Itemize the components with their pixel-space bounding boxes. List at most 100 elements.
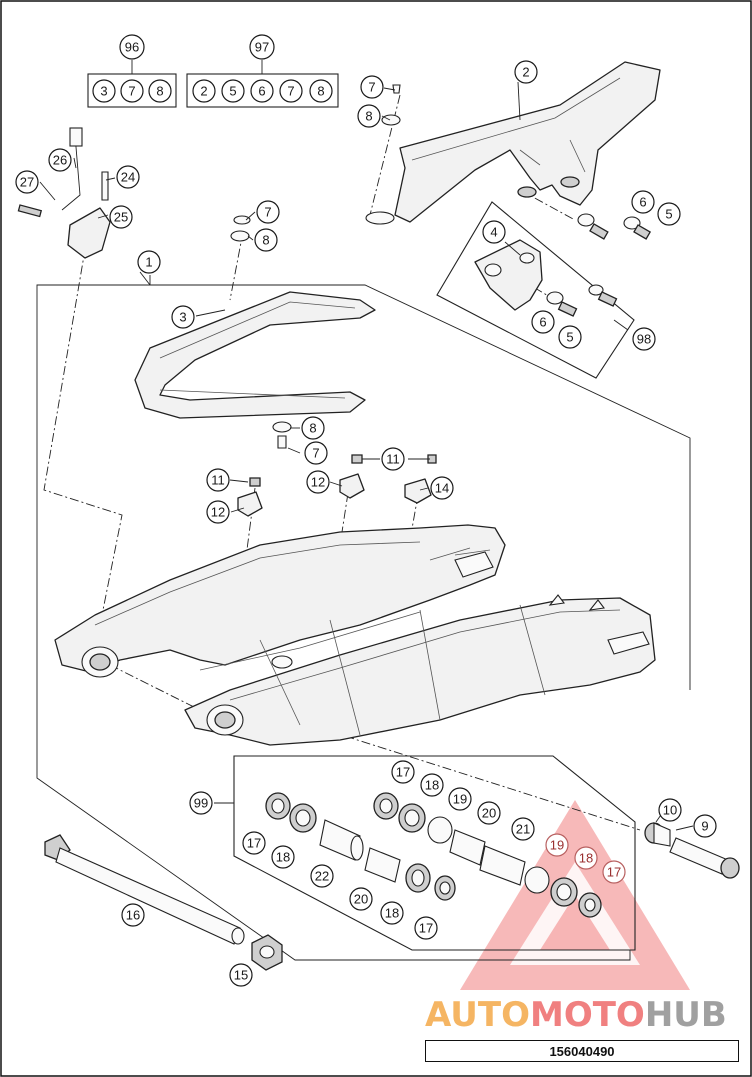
kit-97-label: 97	[249, 34, 275, 60]
spacer-part-10	[644, 822, 671, 847]
swingarm-part-1	[54, 524, 656, 746]
svg-text:18: 18	[276, 850, 290, 865]
callout-17-b: 17	[242, 831, 266, 855]
svg-text:6: 6	[539, 315, 546, 330]
svg-text:21: 21	[516, 822, 530, 837]
callout-19-a: 19	[448, 787, 472, 811]
callout-19-b: 19	[545, 833, 569, 857]
watermark-triangle-core	[540, 895, 610, 950]
svg-text:18: 18	[425, 778, 439, 793]
kit-98-box	[436, 201, 635, 379]
svg-text:98: 98	[637, 332, 651, 347]
fastener-7-8-lower	[272, 421, 292, 449]
svg-text:27: 27	[20, 175, 34, 190]
callout-6-upper: 6	[631, 190, 655, 214]
pivot-bolt-part-9	[669, 837, 740, 879]
svg-text:8: 8	[309, 421, 316, 436]
svg-text:16: 16	[126, 908, 140, 923]
callout-5-upper: 5	[657, 202, 681, 226]
callout-27: 27	[15, 170, 39, 194]
callout-21: 21	[511, 817, 535, 841]
callout-1: 1	[137, 250, 161, 274]
callout-3: 3	[171, 305, 195, 329]
svg-text:25: 25	[114, 210, 128, 225]
callout-17-a: 17	[391, 760, 415, 784]
svg-text:24: 24	[121, 170, 135, 185]
callout-11-mid: 11	[381, 447, 405, 471]
svg-text:5: 5	[566, 330, 573, 345]
chain-guard-part-2	[365, 61, 661, 225]
svg-text:19: 19	[550, 838, 564, 853]
svg-text:AUTOMOTOHUB: AUTOMOTOHUB	[425, 995, 727, 1035]
callout-98: 98	[632, 327, 656, 351]
kit-97-item-3: 6	[250, 79, 274, 103]
svg-text:2: 2	[522, 65, 529, 80]
bearing-set-parts	[265, 792, 602, 918]
kit-96-label: 96	[119, 34, 145, 60]
callout-7-top: 7	[360, 75, 384, 99]
svg-text:5: 5	[229, 84, 236, 99]
svg-text:7: 7	[264, 205, 271, 220]
clip-parts	[237, 454, 437, 517]
kit-97	[186, 60, 339, 108]
callout-20-b: 20	[349, 887, 373, 911]
callout-22: 22	[310, 864, 334, 888]
swingarm-axle-part-16	[44, 834, 245, 945]
callout-8-lower: 8	[301, 416, 325, 440]
callout-8-top: 8	[357, 104, 381, 128]
svg-text:10: 10	[663, 803, 677, 818]
callout-14: 14	[430, 476, 454, 500]
svg-text:4: 4	[490, 225, 497, 240]
svg-text:17: 17	[419, 921, 433, 936]
chain-slider-part-3	[134, 215, 376, 419]
callout-4: 4	[482, 220, 506, 244]
svg-text:8: 8	[156, 84, 163, 99]
svg-text:18: 18	[385, 906, 399, 921]
svg-text:11: 11	[386, 452, 400, 467]
svg-text:17: 17	[247, 836, 261, 851]
kit-97-item-5: 8	[309, 79, 333, 103]
guide-plate-part-4	[474, 239, 618, 317]
callout-7-lower: 7	[304, 441, 328, 465]
svg-text:7: 7	[368, 80, 375, 95]
svg-text:5: 5	[665, 207, 672, 222]
svg-text:7: 7	[312, 446, 319, 461]
svg-text:96: 96	[125, 40, 139, 55]
svg-text:3: 3	[179, 310, 186, 325]
svg-text:17: 17	[607, 865, 621, 880]
callout-25: 25	[109, 205, 133, 229]
watermark: AUTOMOTOHUB	[425, 800, 727, 1035]
callout-24: 24	[116, 165, 140, 189]
callout-11-left: 11	[206, 468, 230, 492]
callout-15: 15	[229, 963, 253, 987]
callout-26: 26	[48, 148, 72, 172]
svg-text:8: 8	[317, 84, 324, 99]
svg-text:1: 1	[145, 255, 152, 270]
callout-6-lower: 6	[531, 310, 555, 334]
svg-text:15: 15	[234, 968, 248, 983]
callout-99: 99	[189, 791, 213, 815]
svg-text:12: 12	[311, 475, 325, 490]
svg-text:20: 20	[354, 892, 368, 907]
kit-97-item-1: 2	[192, 79, 216, 103]
kit-97-item-4: 7	[279, 79, 303, 103]
callout-10: 10	[658, 798, 682, 822]
callout-18-c: 18	[380, 901, 404, 925]
axle-nut-part-15	[251, 934, 283, 971]
callout-18-d: 18	[574, 846, 598, 870]
callout-12-left: 12	[206, 500, 230, 524]
svg-text:7: 7	[128, 84, 135, 99]
watermark-moto: MOTO	[530, 995, 645, 1035]
kit-96-item-2: 7	[120, 79, 144, 103]
svg-text:19: 19	[453, 792, 467, 807]
svg-text:22: 22	[315, 869, 329, 884]
svg-text:99: 99	[194, 796, 208, 811]
svg-text:11: 11	[211, 473, 225, 488]
svg-text:3: 3	[100, 84, 107, 99]
svg-text:20: 20	[482, 806, 496, 821]
callout-16: 16	[121, 903, 145, 927]
watermark-hub: HUB	[645, 995, 727, 1035]
svg-text:6: 6	[639, 195, 646, 210]
